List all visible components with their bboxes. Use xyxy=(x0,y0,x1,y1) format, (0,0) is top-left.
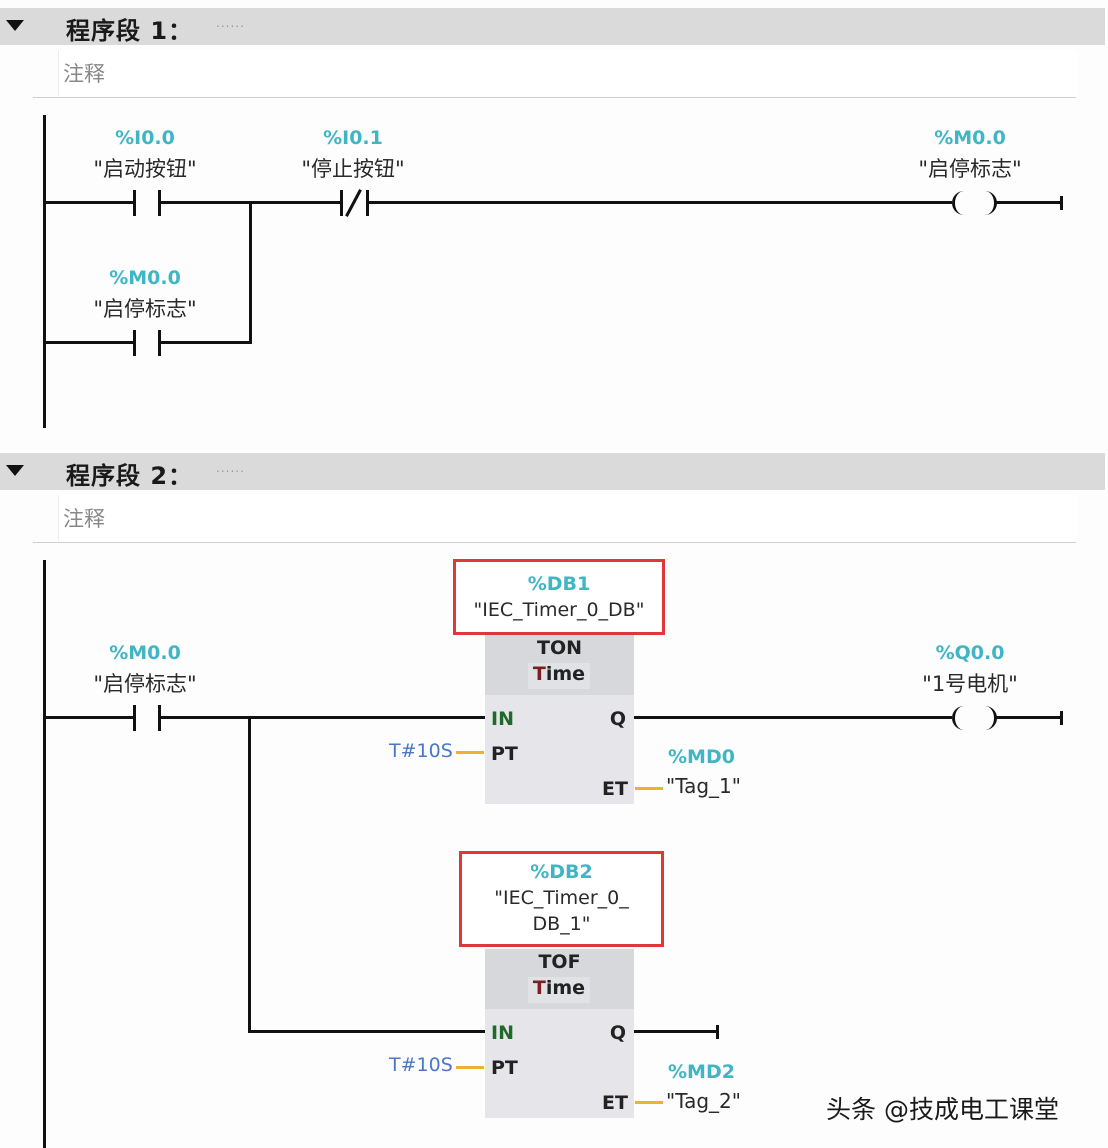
contact-tag: "启停标志" xyxy=(93,297,197,321)
coil-left-paren xyxy=(952,706,967,730)
param-wire xyxy=(635,787,663,790)
ton-instance-highlight: %DB1 "IEC_Timer_0_DB" xyxy=(453,559,665,635)
coil-tag: "启停标志" xyxy=(918,157,1022,181)
tof-block-header: TOF Time xyxy=(485,949,634,1009)
ton-instance-name: "IEC_Timer_0_DB" xyxy=(473,599,645,621)
coil-left-paren xyxy=(952,191,967,215)
ton-pt-value[interactable]: T#10S xyxy=(389,740,453,762)
tof-et-address[interactable]: %MD2 xyxy=(668,1061,735,1083)
network-1-header[interactable]: 程序段 1： ...... xyxy=(0,8,1105,45)
network-2-title-placeholder[interactable]: ...... xyxy=(216,461,245,475)
contact-tag: "启停标志" xyxy=(93,672,197,696)
tof-instance-name-line2: DB_1" xyxy=(532,913,591,935)
contact-address: %M0.0 xyxy=(109,642,181,664)
collapse-triangle-icon[interactable] xyxy=(6,20,24,31)
no-contact-bar-right xyxy=(158,330,161,356)
coil-tag: "1号电机" xyxy=(922,672,1018,696)
ton-block[interactable]: TON Time IN PT Q ET xyxy=(485,635,634,804)
datatype-rest: ime xyxy=(545,977,586,999)
coil-address: %Q0.0 xyxy=(935,642,1005,664)
network-1-divider xyxy=(33,97,1076,98)
ton-et-address[interactable]: %MD0 xyxy=(668,746,735,768)
tof-et-tag[interactable]: "Tag_2" xyxy=(666,1089,741,1113)
tof-block[interactable]: TOF Time IN PT Q ET xyxy=(485,949,634,1118)
datatype-rest: ime xyxy=(545,663,586,685)
param-wire xyxy=(456,1066,484,1069)
tof-pt-value[interactable]: T#10S xyxy=(389,1054,453,1076)
ton-pin-q: Q xyxy=(609,708,626,730)
ton-pin-et: ET xyxy=(602,778,628,800)
ton-pin-pt: PT xyxy=(491,743,518,765)
wire xyxy=(43,341,134,344)
tof-block-datatype[interactable]: Time xyxy=(528,977,590,1003)
ton-instance-address: %DB1 xyxy=(527,573,591,595)
param-wire xyxy=(635,1101,663,1104)
wire xyxy=(368,201,952,204)
coil-address: %M0.0 xyxy=(934,127,1006,149)
wire xyxy=(160,341,252,344)
network-1-comment[interactable]: 注释 xyxy=(63,62,105,86)
tof-block-type: TOF xyxy=(538,951,581,973)
network-2-title: 程序段 2： xyxy=(66,462,194,490)
network-2-comment-field[interactable]: 注释 xyxy=(58,495,1077,541)
tof-pin-pt: PT xyxy=(491,1057,518,1079)
wire xyxy=(634,716,952,719)
contact-address: %M0.0 xyxy=(109,267,181,289)
rung-end xyxy=(716,1025,719,1039)
network-1-title-placeholder[interactable]: ...... xyxy=(216,16,245,30)
branch-wire xyxy=(249,201,252,344)
branch-wire xyxy=(248,716,251,1033)
no-contact-bar-left xyxy=(133,705,136,731)
wire xyxy=(996,716,1062,719)
nc-contact-slash xyxy=(345,189,362,217)
datatype-initial: T xyxy=(532,977,546,999)
tof-instance-address: %DB2 xyxy=(530,861,593,883)
no-contact-bar-right xyxy=(158,705,161,731)
datatype-initial: T xyxy=(532,663,546,685)
no-contact-bar-left xyxy=(133,190,136,216)
no-contact-bar-left xyxy=(133,330,136,356)
tof-pin-in: IN xyxy=(491,1022,514,1044)
wire xyxy=(996,201,1062,204)
network-1-title: 程序段 1： xyxy=(66,17,194,45)
ton-block-datatype[interactable]: Time xyxy=(528,663,590,689)
ton-block-type: TON xyxy=(536,637,582,659)
contact-tag: "停止按钮" xyxy=(301,157,405,181)
contact-address: %I0.0 xyxy=(115,127,175,149)
network-1-power-rail xyxy=(43,115,46,428)
ton-pin-in: IN xyxy=(491,708,514,730)
wire xyxy=(43,201,134,204)
network-2-divider xyxy=(33,542,1076,543)
network-2-comment: 注释 xyxy=(63,507,105,531)
nc-contact-bar-left xyxy=(340,190,343,216)
coil-right-paren xyxy=(982,706,997,730)
tof-pin-q: Q xyxy=(609,1022,626,1044)
contact-tag: "启动按钮" xyxy=(93,157,197,181)
contact-address: %I0.1 xyxy=(323,127,383,149)
tof-instance-highlight: %DB2 "IEC_Timer_0_ DB_1" xyxy=(459,851,664,947)
param-wire xyxy=(456,751,484,754)
tof-pin-et: ET xyxy=(602,1092,628,1114)
network-1-comment-field[interactable]: 注释 xyxy=(58,50,1077,96)
network-2-header[interactable]: 程序段 2： ...... xyxy=(0,453,1105,490)
wire xyxy=(160,716,485,719)
ton-et-tag[interactable]: "Tag_1" xyxy=(666,774,741,798)
nc-contact-bar-right xyxy=(366,190,369,216)
ton-block-header: TON Time xyxy=(485,635,634,695)
wire xyxy=(43,716,134,719)
rung-end xyxy=(1060,711,1063,725)
wire xyxy=(634,1030,718,1033)
collapse-triangle-icon[interactable] xyxy=(6,465,24,476)
watermark: 头条 @技成电工课堂 xyxy=(826,1095,1059,1124)
coil-right-paren xyxy=(982,191,997,215)
tof-instance-name-line1: "IEC_Timer_0_ xyxy=(494,887,629,909)
rung-end xyxy=(1060,196,1063,210)
network-2-power-rail xyxy=(43,560,46,1148)
no-contact-bar-right xyxy=(158,190,161,216)
wire xyxy=(248,1030,485,1033)
